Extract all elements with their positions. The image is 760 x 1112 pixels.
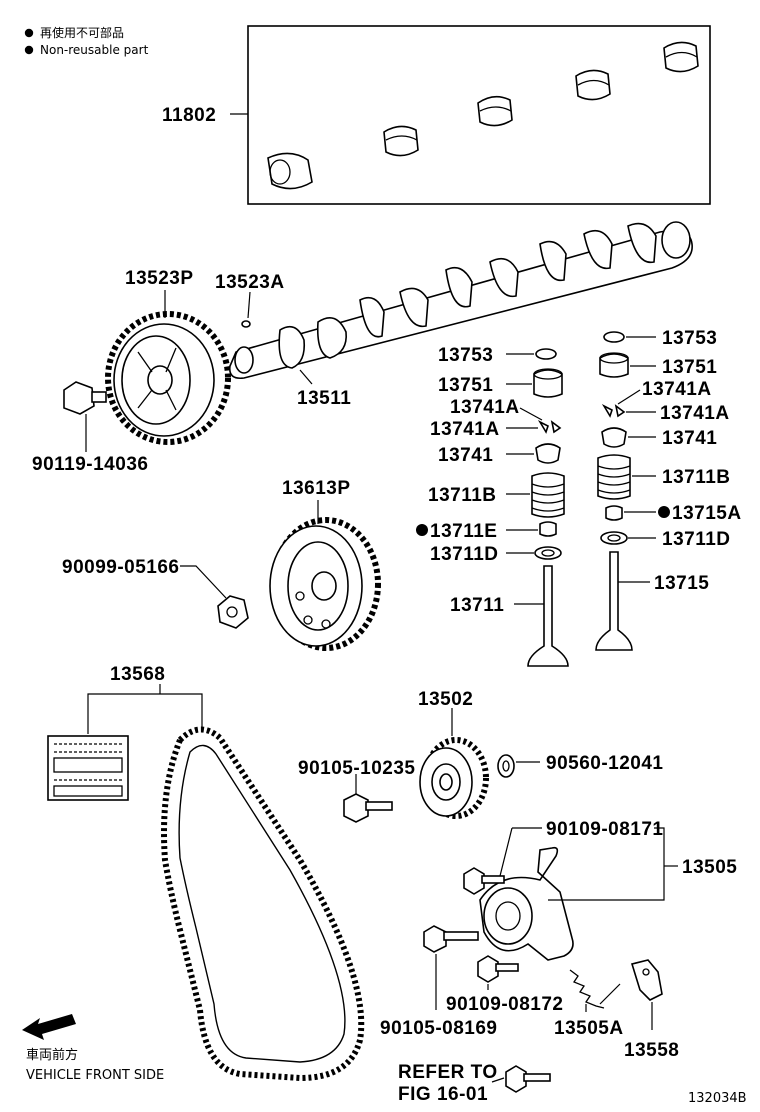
callout-13558: 13558 bbox=[624, 1040, 679, 1061]
callout-13711D-left: 13711D bbox=[430, 544, 499, 565]
tensioner-bolt-long: 90105-08169 bbox=[380, 925, 498, 1039]
callout-90119-14036: 90119-14036 bbox=[32, 454, 148, 475]
callout-13613P: 13613P bbox=[282, 478, 351, 499]
callout-13505: 13505 bbox=[682, 857, 737, 878]
callout-13741-left: 13741 bbox=[438, 445, 493, 466]
camshaft-bearing-icon bbox=[267, 152, 313, 190]
reference-bolt: REFER TO FIG 16-01 bbox=[398, 1062, 551, 1105]
timing-belt: 13568 bbox=[47, 664, 365, 1082]
callout-90109-08171: 90109-08171 bbox=[546, 819, 664, 840]
callout-13711B-right: 13711B bbox=[662, 467, 731, 488]
knock-pin: 13523A bbox=[215, 272, 285, 328]
callout-90560-12041: 90560-12041 bbox=[546, 753, 664, 774]
callout-13711B: 13711B bbox=[428, 485, 497, 506]
camshaft-bearing-icon bbox=[477, 95, 513, 127]
camshaft-bearing-icon bbox=[663, 41, 699, 73]
idler-washer: 90560-12041 bbox=[497, 753, 664, 778]
callout-13741A-right-2: 13741A bbox=[660, 403, 730, 424]
callout-13753-left: 13753 bbox=[438, 345, 493, 366]
front-side-jp: 車両前方 bbox=[26, 1047, 78, 1063]
nonreusable-dot-icon bbox=[658, 506, 670, 518]
legend-line-jp: 再使用不可部品 bbox=[40, 25, 124, 40]
idler-pulley: 13502 bbox=[418, 689, 489, 819]
legend-line-en: Non-reusable part bbox=[40, 43, 149, 57]
callout-13715: 13715 bbox=[654, 573, 709, 594]
callout-13741-right: 13741 bbox=[662, 428, 717, 449]
camshaft-bearing-icon bbox=[575, 69, 611, 101]
callout-13523P: 13523P bbox=[125, 268, 194, 289]
callout-13711: 13711 bbox=[450, 595, 504, 616]
tensioner-bracket: 13558 bbox=[599, 959, 679, 1061]
callout-13751-left: 13751 bbox=[438, 375, 493, 396]
callout-13715A: 13715A bbox=[672, 503, 742, 524]
callout-13741A-left-2: 13741A bbox=[430, 419, 500, 440]
tensioner-spring: 13505A bbox=[554, 969, 624, 1039]
callout-13505A: 13505A bbox=[554, 1018, 624, 1039]
front-side-en: VEHICLE FRONT SIDE bbox=[26, 1068, 164, 1083]
callout-90105-08169: 90105-08169 bbox=[380, 1018, 498, 1039]
callout-13741A-right-1: 13741A bbox=[642, 379, 712, 400]
callout-90099-05166: 90099-05166 bbox=[62, 557, 180, 578]
callout-90109-08172: 90109-08172 bbox=[446, 994, 564, 1015]
exhaust-valve-stack: 13753 13751 13741A 13741A 13741 13711B 1… bbox=[595, 328, 742, 651]
callout-13751-right: 13751 bbox=[662, 357, 717, 378]
camshaft-bearing-icon bbox=[383, 125, 419, 157]
pulley-bolt: 90119-14036 bbox=[32, 381, 148, 475]
front-side-indicator: 車両前方 VEHICLE FRONT SIDE bbox=[22, 1014, 164, 1083]
callout-90105-10235: 90105-10235 bbox=[298, 758, 416, 779]
callout-13711E: 13711E bbox=[430, 521, 497, 542]
bearing-set-box: 11802 bbox=[162, 25, 711, 205]
callout-13711D-right: 13711D bbox=[662, 529, 731, 550]
refer-fig-label: FIG 16-01 bbox=[398, 1084, 488, 1105]
callout-11802: 11802 bbox=[162, 105, 216, 126]
figure-code: 132034B bbox=[688, 1091, 747, 1106]
callout-13523A: 13523A bbox=[215, 272, 285, 293]
callout-13741A-left-1: 13741A bbox=[450, 397, 520, 418]
legend: 再使用不可部品 Non-reusable part bbox=[24, 25, 149, 57]
callout-13502: 13502 bbox=[418, 689, 473, 710]
pulley-nut: 90099-05166 bbox=[62, 557, 249, 629]
nonreusable-dot-icon bbox=[416, 524, 428, 536]
tensioner-bolt-lower: 90109-08172 bbox=[446, 955, 564, 1015]
refer-to-label: REFER TO bbox=[398, 1062, 498, 1083]
tensioner-bolt-upper bbox=[463, 867, 505, 895]
intake-valve-stack: 13753 13751 13741A 13741A 13741 13711B 1… bbox=[416, 345, 569, 667]
callout-13568: 13568 bbox=[110, 664, 165, 685]
belt-tensioner: 90109-08171 13505 bbox=[479, 819, 737, 961]
nonreusable-dot-icon bbox=[24, 28, 34, 38]
nonreusable-dot-icon bbox=[24, 45, 34, 55]
camshaft-timing-pulley: 13523P bbox=[105, 268, 231, 445]
idler-bolt: 90105-10235 bbox=[298, 758, 416, 823]
callout-13753-right: 13753 bbox=[662, 328, 717, 349]
arrow-left-icon bbox=[22, 1014, 76, 1040]
camshaft: 13511 bbox=[228, 221, 693, 409]
callout-13511: 13511 bbox=[297, 388, 351, 409]
crankshaft-timing-pulley: 13613P bbox=[269, 478, 381, 651]
belt-label-icon bbox=[47, 735, 129, 801]
